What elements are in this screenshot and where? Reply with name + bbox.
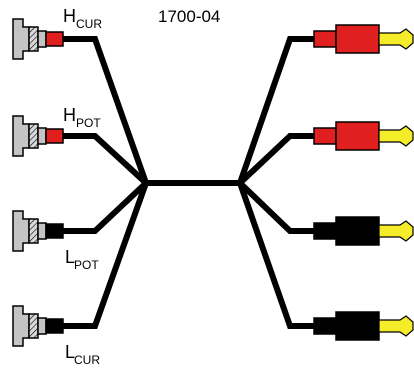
plug-body <box>335 121 380 151</box>
label-main: H <box>63 105 76 125</box>
bnc-body <box>12 210 30 252</box>
bnc-hatched-ring <box>28 26 39 52</box>
label-h-cur: H CUR <box>63 6 102 31</box>
label-sub: CUR <box>74 353 100 367</box>
bnc-neck <box>37 30 47 48</box>
plug-body <box>335 311 380 341</box>
label-sub: POT <box>74 258 99 272</box>
plug-pin <box>378 315 414 337</box>
bnc-neck <box>37 317 47 335</box>
banana-plug-3 <box>313 216 414 246</box>
plug-pin <box>378 28 414 50</box>
bnc-neck <box>37 127 47 145</box>
bnc-connector-l-pot <box>12 210 64 252</box>
label-l-pot: L POT <box>65 247 99 272</box>
plug-pin <box>378 220 414 242</box>
bnc-sleeve <box>45 223 64 239</box>
plug-collar <box>313 317 337 335</box>
banana-plug-2 <box>313 121 414 151</box>
plug-pin <box>378 125 414 147</box>
cable-l-cur-left <box>62 181 149 329</box>
plug-collar <box>313 30 337 48</box>
bnc-connector-l-cur <box>12 305 64 347</box>
bnc-hatched-ring <box>28 218 39 244</box>
label-main: L <box>65 247 75 267</box>
plug-body <box>335 216 380 246</box>
cable-right-1 <box>237 36 316 184</box>
cable-l-pot-left <box>62 180 149 234</box>
bnc-connector-h-cur <box>12 18 64 60</box>
plug-collar <box>313 127 337 145</box>
bnc-body <box>12 115 30 157</box>
label-h-pot: H POT <box>63 105 101 130</box>
bnc-sleeve <box>45 31 64 47</box>
plug-body <box>335 24 380 54</box>
bnc-hatched-ring <box>28 123 39 149</box>
cable-h-cur-left <box>62 36 149 185</box>
plug-collar <box>313 222 337 240</box>
label-l-cur: L CUR <box>65 342 100 367</box>
bnc-body <box>12 305 30 347</box>
bnc-neck <box>37 222 47 240</box>
cable-right-4 <box>237 182 316 329</box>
label-sub: CUR <box>76 17 102 31</box>
label-main: L <box>65 342 75 362</box>
label-sub: POT <box>76 116 101 130</box>
bnc-sleeve <box>45 128 64 144</box>
cable-harness <box>62 36 316 329</box>
diagram-title: 1700-04 <box>158 7 220 26</box>
bnc-body <box>12 18 30 60</box>
label-main: H <box>63 6 76 26</box>
cable-right-3 <box>237 180 316 234</box>
cable-right-2 <box>237 133 316 186</box>
cable-h-pot-left <box>62 133 149 186</box>
banana-plug-4 <box>313 311 414 341</box>
bnc-connector-h-pot <box>12 115 64 157</box>
bnc-sleeve <box>45 318 64 334</box>
banana-plug-1 <box>313 24 414 54</box>
bnc-hatched-ring <box>28 313 39 339</box>
